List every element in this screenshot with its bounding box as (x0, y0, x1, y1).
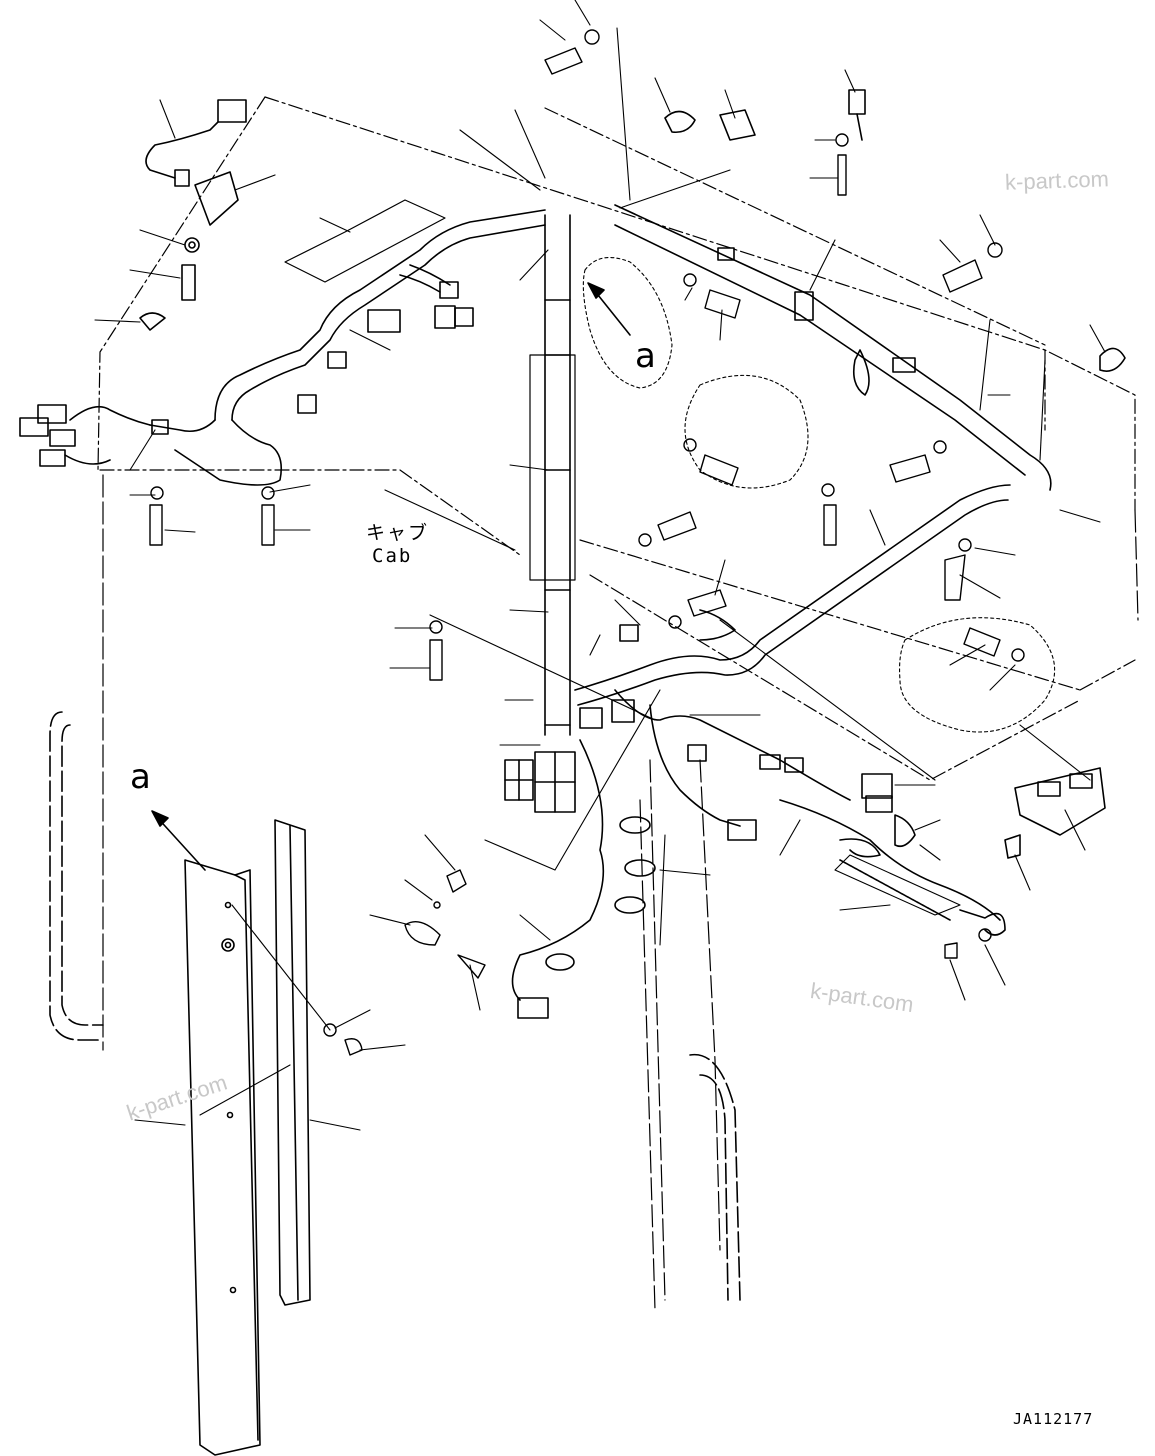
cab-label-english: Cab (372, 545, 413, 567)
view-a-label-upper: a (635, 336, 656, 376)
pillar-covers (184, 819, 311, 1456)
view-area-bubbles (582, 256, 1056, 733)
handrail (49, 711, 104, 1041)
ground-harness (779, 799, 1006, 936)
lower-harness (511, 484, 1011, 1019)
handrail-right (689, 1053, 741, 1301)
cab-label-japanese: キャブ (366, 522, 430, 544)
left-connector-cluster (19, 404, 169, 467)
top-harness-right (614, 204, 1052, 491)
watermark: k-part.com (1004, 166, 1110, 195)
room-lamp-assembly (861, 767, 1106, 859)
main-vertical-harness (529, 214, 576, 736)
leader-lines (94, 0, 1106, 1131)
top-pad (284, 199, 446, 283)
view-a-label-lower: a (130, 757, 151, 797)
bolts-and-washers (149, 29, 1025, 1056)
cab-pillar-outline (102, 474, 1139, 1311)
view-arrows (151, 282, 631, 871)
top-harness-left (149, 209, 546, 486)
top-left-switch-assembly (139, 99, 247, 331)
drawing-number: JA112177 (1013, 1410, 1094, 1428)
center-connector-cluster (504, 699, 635, 813)
right-top-switch (664, 89, 1126, 372)
